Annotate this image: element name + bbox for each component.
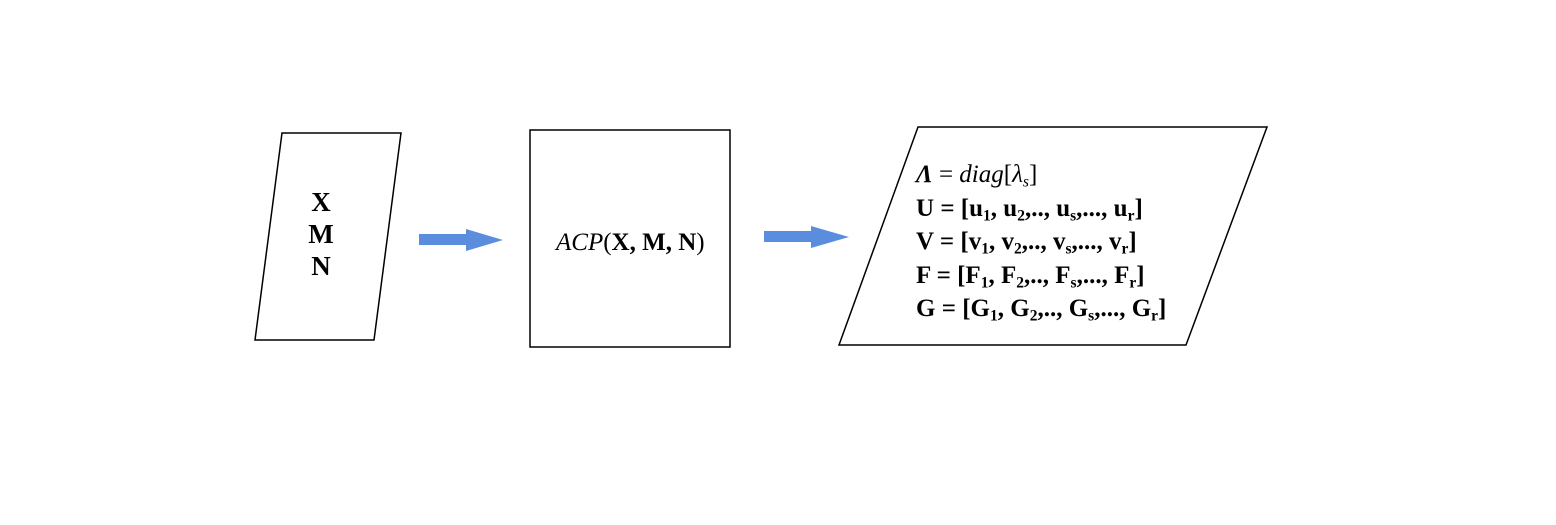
vector-base: G — [1131, 295, 1152, 322]
input-variables: X M N — [306, 186, 336, 282]
vector-subscript: s — [1070, 273, 1077, 291]
matrix-close: ] — [1134, 194, 1143, 222]
input-x: X — [311, 187, 331, 217]
lambda-subscript: s — [1022, 173, 1029, 191]
vector-separator: ,.., — [1024, 194, 1057, 222]
vector-subscript: 1 — [980, 273, 989, 291]
matrix-name: F — [916, 261, 931, 289]
input-n: N — [311, 251, 331, 281]
output-parallelogram — [837, 126, 1269, 346]
vector-subscript: r — [1151, 307, 1159, 325]
process-arguments: X, M, N — [611, 229, 697, 256]
vector-separator: ,.., — [1037, 295, 1069, 322]
vector-subscript: 2 — [1013, 240, 1022, 258]
matrix-close: ] — [1158, 295, 1167, 322]
matrix-rows: U = [u1, u2,.., us,..., ur]V = [v1, v2,.… — [916, 192, 1166, 326]
vector-base: F — [1114, 261, 1130, 289]
process-open-paren: ( — [603, 229, 612, 256]
lambda-function: diag — [959, 161, 1004, 188]
vector-separator: , — [997, 295, 1011, 322]
matrix-formula-v: V = [v1, v2,.., vs,..., vr] — [916, 225, 1166, 259]
vector-subscript: 2 — [1016, 273, 1024, 291]
arrow-process-to-output — [764, 226, 849, 248]
process-function-name: ACP — [556, 229, 604, 256]
vector-base: G — [1010, 295, 1030, 322]
matrix-formula-u: U = [u1, u2,.., us,..., ur] — [916, 192, 1166, 226]
vector-base: F — [965, 261, 981, 289]
vector-base: v — [1001, 228, 1014, 255]
process-close-paren: ) — [696, 229, 705, 256]
matrix-equals-open: = [ — [930, 261, 966, 289]
vector-separator: ,..., — [1076, 194, 1114, 222]
vector-base: G — [970, 295, 990, 322]
vector-subscript: 1 — [981, 240, 989, 258]
vector-base: u — [969, 194, 984, 222]
vector-subscript: s — [1070, 206, 1077, 224]
matrix-equals-open: = [ — [935, 295, 971, 322]
vector-base: F — [1000, 261, 1017, 289]
lambda-symbol: Λ — [916, 161, 933, 188]
process-formula: ACP(X, M, N) — [556, 230, 705, 255]
matrix-close: ] — [1136, 261, 1145, 289]
lambda-body: λ — [1012, 161, 1023, 188]
vector-subscript: r — [1121, 240, 1129, 258]
matrix-formula-g: G = [G1, G2,.., Gs,..., Gr] — [916, 292, 1166, 326]
matrix-close: ] — [1128, 228, 1137, 255]
vector-subscript: 1 — [989, 307, 998, 325]
output-formulas: Λ = diag[λs] U = [u1, u2,.., us,..., ur]… — [916, 158, 1166, 326]
matrix-equals-open: = [ — [933, 228, 969, 255]
vector-subscript: s — [1088, 307, 1095, 325]
vector-separator: ,..., — [1076, 261, 1115, 289]
vector-subscript: 1 — [983, 206, 991, 224]
lambda-close: ] — [1028, 161, 1038, 188]
input-m: M — [308, 219, 334, 249]
vector-base: u — [1003, 194, 1018, 222]
vector-base: G — [1068, 295, 1089, 322]
matrix-formula-f: F = [F1, F2,.., Fs,..., Fr] — [916, 259, 1166, 293]
matrix-name: G — [916, 295, 936, 322]
lambda-open: [ — [1003, 161, 1013, 188]
lambda-equals: = — [932, 161, 960, 188]
matrix-equals-open: = [ — [934, 194, 970, 222]
vector-subscript: s — [1065, 240, 1072, 258]
vector-separator: , — [988, 228, 1002, 255]
matrix-name: U — [916, 194, 935, 222]
lambda-formula: Λ = diag[λs] — [916, 158, 1166, 192]
vector-subscript: r — [1127, 206, 1135, 224]
matrix-name: V — [916, 228, 934, 255]
arrow-input-to-process — [419, 229, 503, 251]
vector-base: v — [1052, 228, 1066, 255]
vector-base: v — [1108, 228, 1122, 255]
vector-separator: ,..., — [1094, 295, 1132, 322]
vector-separator: , — [988, 261, 1001, 289]
vector-separator: ,.., — [1021, 228, 1053, 255]
vector-separator: , — [990, 194, 1004, 222]
input-parallelogram — [254, 132, 402, 341]
vector-subscript: 2 — [1029, 307, 1038, 325]
process-box — [529, 129, 731, 348]
vector-base: u — [1113, 194, 1128, 222]
vector-base: F — [1055, 261, 1071, 289]
vector-subscript: 2 — [1017, 206, 1025, 224]
vector-base: v — [968, 228, 982, 255]
vector-separator: ,.., — [1023, 261, 1056, 289]
vector-separator: ,..., — [1071, 228, 1109, 255]
vector-base: u — [1056, 194, 1071, 222]
vector-subscript: r — [1129, 273, 1137, 291]
